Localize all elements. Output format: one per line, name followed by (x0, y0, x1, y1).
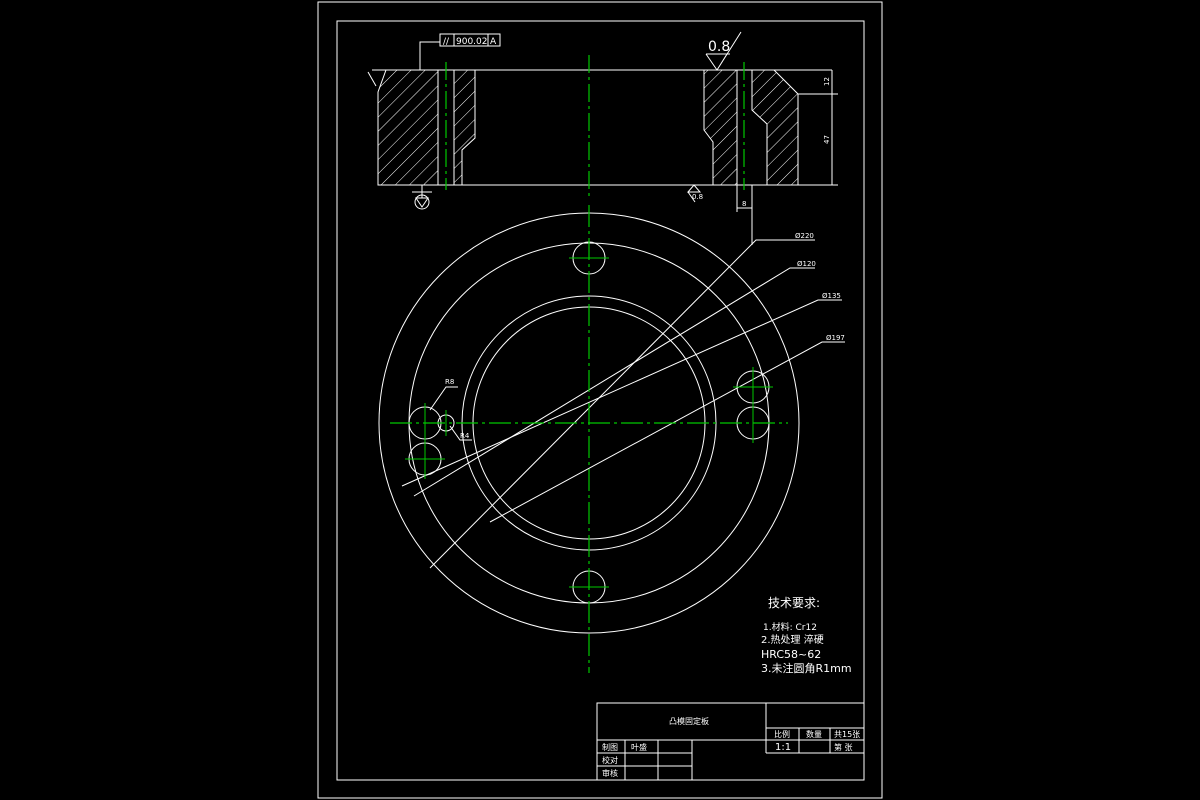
flatness-leader (419, 41, 440, 70)
notes-line-2: 2.热处理 淬硬 (761, 633, 824, 646)
notes-heading: 技术要求: (768, 596, 820, 610)
flatness-frame (439, 33, 501, 47)
dia-197-label: Ø197 (826, 334, 845, 342)
section-centerlines (445, 55, 745, 200)
leader-dia-197 (489, 341, 845, 523)
roughness-symbol-bottom (686, 184, 702, 193)
tb-sheets-label: 共15张 (834, 730, 860, 739)
hole-centermarks (405, 257, 773, 588)
roughness-symbol-top (705, 31, 742, 71)
title-block (596, 702, 865, 781)
tb-drawn-label: 制图 (602, 742, 618, 752)
right-outer-hatch (751, 69, 799, 186)
leader-r4 (449, 425, 472, 441)
radius-r4-label: R4 (460, 432, 470, 440)
tb-checked-label: 校对 (602, 755, 618, 765)
plan-view (378, 212, 845, 634)
chamfer-leader (367, 71, 377, 87)
title-block-frame (596, 702, 865, 781)
tb-drawn-name: 叶盛 (631, 742, 647, 752)
leader-r8 (429, 386, 458, 411)
dim-height-total: 47 (823, 135, 831, 144)
datum-triangle (415, 197, 429, 208)
datum-ref-label: A (490, 37, 497, 47)
tb-sheet-no-label: 第 张 (834, 742, 853, 752)
datum-circle (414, 194, 430, 210)
notes-line-1: 1.材料: Cr12 (763, 621, 817, 633)
right-inner-hatch (703, 69, 738, 186)
tb-approved-label: 审核 (602, 768, 618, 778)
sheet-outer-border (317, 1, 883, 799)
section-view (367, 31, 838, 245)
leader-dia-outer (429, 239, 815, 569)
dim-small: 8 (742, 200, 746, 208)
tb-scale-value: 1:1 (775, 742, 791, 753)
left-wall-hatch (377, 69, 439, 186)
tb-part-name: 凸模固定板 (669, 716, 709, 726)
roughness-bottom-value: 0.8 (692, 193, 703, 201)
leader-dia-120 (413, 267, 815, 497)
flatness-value: 900.02 (456, 37, 488, 47)
left-step-hatch (453, 69, 476, 186)
dia-135-label: Ø135 (822, 292, 841, 300)
dim-height-top: 12 (823, 77, 831, 86)
roughness-top-value: 0.8 (708, 39, 730, 55)
dia-outer-label: Ø220 (795, 232, 814, 240)
leader-dia-135 (401, 299, 842, 487)
tb-scale-label: 比例 (774, 729, 790, 739)
plan-centerlines (390, 205, 788, 673)
flatness-symbol: // (443, 37, 450, 47)
notes-line-4: 3.未注圆角R1mm (761, 661, 852, 675)
notes-line-3: HRC58~62 (761, 648, 821, 661)
radius-r8-label: R8 (445, 378, 454, 386)
tb-quantity-label: 数量 (806, 729, 822, 739)
roughness-leader-bottom (687, 191, 696, 203)
dia-120-label: Ø120 (797, 260, 816, 268)
